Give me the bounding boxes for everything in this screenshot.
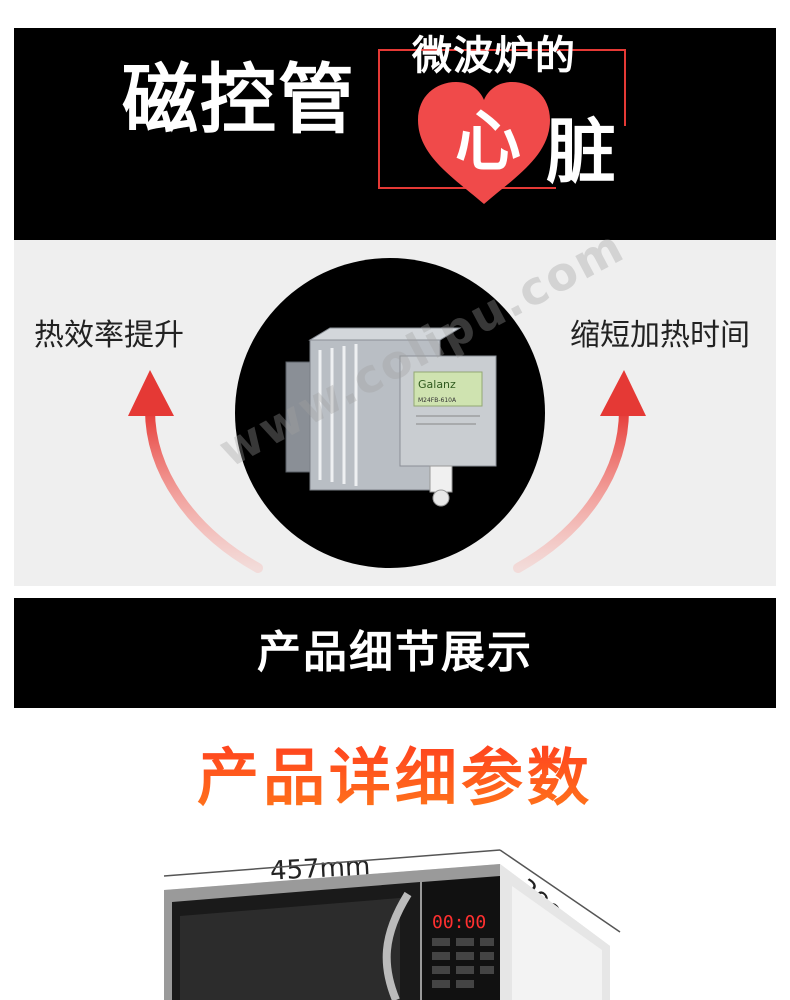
banner-tail-text: 脏 bbox=[546, 111, 616, 193]
brand-text: Galanz bbox=[418, 378, 456, 391]
arrows-layer bbox=[128, 370, 646, 573]
magnetron-image: Galanz M24FB-610A bbox=[285, 327, 497, 507]
detail-banner bbox=[14, 598, 776, 708]
heart-icon bbox=[418, 82, 550, 204]
detail-banner-title: 产品细节展示 bbox=[257, 627, 533, 678]
banner-frame-text: 微波炉的 bbox=[412, 33, 576, 79]
microwave-image: 00:00 bbox=[163, 849, 621, 1000]
heart-text: 心 bbox=[455, 103, 521, 180]
model-text: M24FB-610A bbox=[418, 397, 457, 404]
left-curved-arrow-icon bbox=[128, 370, 263, 573]
params-title: 产品详细参数 bbox=[0, 736, 790, 820]
banner-main-title: 磁控管 bbox=[122, 55, 356, 144]
banner-magnetron bbox=[14, 28, 776, 240]
frame-mask bbox=[556, 126, 646, 206]
heating-time-label: 缩短加热时间 bbox=[570, 318, 750, 353]
display-digits: 00:00 bbox=[432, 912, 486, 933]
right-curved-arrow-icon bbox=[513, 370, 646, 573]
efficiency-label: 热效率提升 bbox=[34, 318, 184, 353]
